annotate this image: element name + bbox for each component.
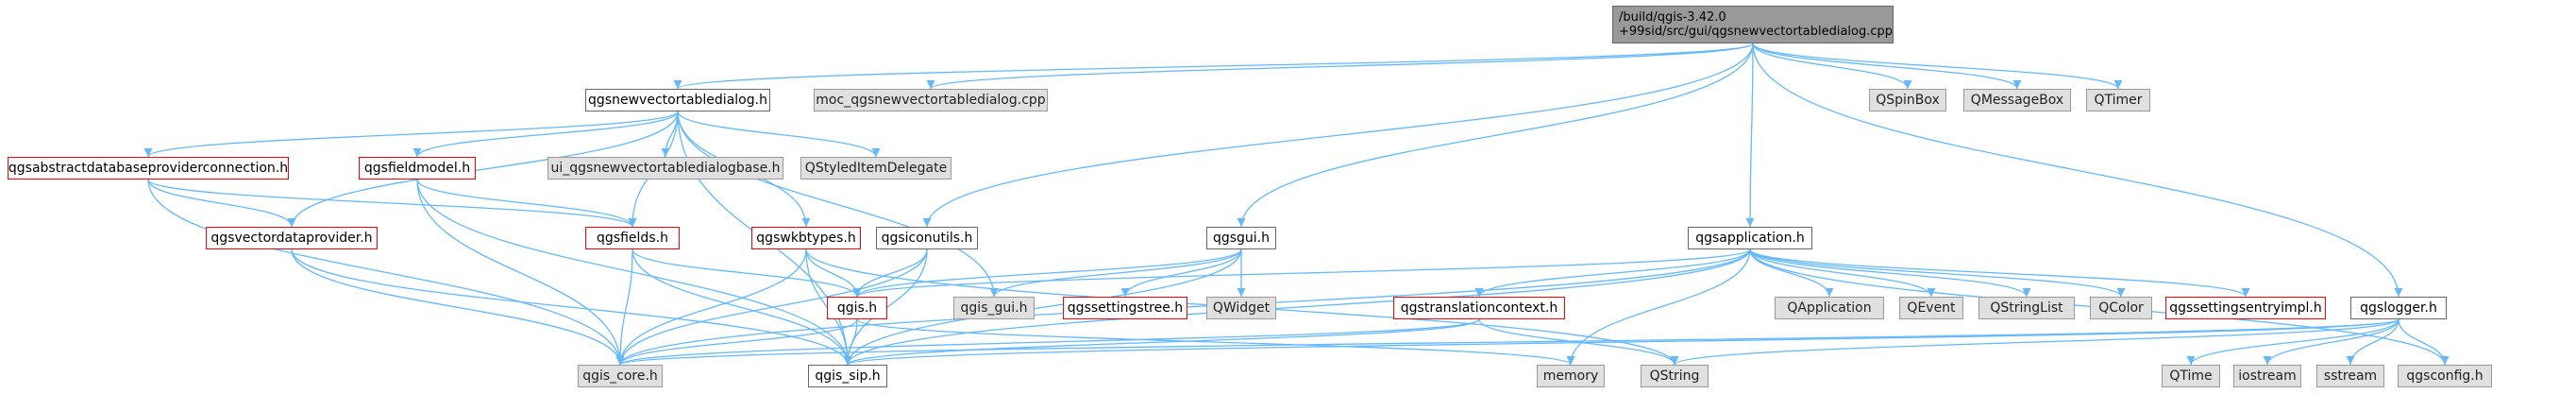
- dependency-edge: [843, 318, 1480, 366]
- dependency-edge: [616, 318, 2399, 366]
- qgssettingsentryimpl-h-node[interactable]: qgssettingsentryimpl.h: [2165, 297, 2326, 319]
- dependency-edge: [843, 248, 1751, 366]
- dependency-edge: [989, 248, 1242, 298]
- dependency-edge: [416, 179, 852, 366]
- dependency-edge: [615, 248, 807, 366]
- moc-cpp-node[interactable]: moc_qgsnewvectortabledialog.cpp: [814, 89, 1048, 111]
- qgis-gui-h-node[interactable]: qgis_gui.h: [953, 297, 1035, 319]
- qgswkbtypes-h-node[interactable]: qgswkbtypes.h: [751, 227, 861, 249]
- qgis-sip-h-node[interactable]: qgis_sip.h: [808, 365, 887, 387]
- root-file-node[interactable]: /build/qgis-3.42.0 +99sid/src/gui/qgsnew…: [1612, 6, 1894, 43]
- dependency-edge: [856, 318, 1575, 366]
- qgsabstractdatabaseproviderconnection-h-node[interactable]: qgsabstractdatabaseproviderconnection.h: [8, 157, 289, 180]
- dependency-edge: [615, 248, 928, 366]
- sstream-node[interactable]: sstream: [2316, 365, 2384, 387]
- dependency-edge: [2346, 318, 2399, 366]
- dependency-edge: [287, 111, 679, 228]
- dependency-edge: [1120, 248, 1242, 298]
- dependency-edge: [1752, 43, 2403, 298]
- qstringlist-node[interactable]: QStringList: [1978, 297, 2075, 319]
- dependency-edge: [1749, 248, 2031, 298]
- qstring-node[interactable]: QString: [1641, 365, 1709, 387]
- dependency-edge: [1478, 318, 1679, 366]
- dependency-edge: [922, 43, 1754, 228]
- dependency-edge: [1752, 43, 2123, 90]
- dependency-edge: [926, 43, 1754, 90]
- dependency-edge: [844, 318, 2399, 366]
- qstyleditemdelegate-node[interactable]: QStyledItemDelegate: [800, 157, 951, 180]
- dependency-edge: [1752, 43, 1912, 90]
- qevent-node[interactable]: QEvent: [1899, 297, 1963, 319]
- qgssettingstree-h-node[interactable]: qgssettingstree.h: [1063, 297, 1187, 319]
- dependency-edge: [1745, 43, 1755, 228]
- root-path-line-1: /build/qgis-3.42.0: [1619, 10, 1726, 25]
- dependency-edge: [673, 43, 1754, 90]
- dependency-edge: [147, 179, 625, 366]
- dependency-edge: [1670, 318, 2399, 366]
- qtimer-node[interactable]: QTimer: [2086, 89, 2150, 111]
- qgsgui-h-node[interactable]: qgsgui.h: [1206, 227, 1276, 249]
- dependency-edge: [1474, 248, 1751, 298]
- dependency-edge: [416, 179, 637, 228]
- dependency-edge: [416, 179, 625, 366]
- qgsnewvectortabledialog-h-node[interactable]: qgsnewvectortabledialog.h: [585, 89, 770, 111]
- dependency-edge: [2398, 318, 2450, 366]
- qgsvectordataprovider-h-node[interactable]: qgsvectordataprovider.h: [206, 227, 378, 249]
- qapplication-node[interactable]: QApplication: [1775, 297, 1884, 319]
- root-path-line-2: +99sid/src/gui/qgsnewvectortabledialog.c…: [1619, 25, 1894, 39]
- dependency-edge: [1237, 43, 1754, 228]
- qwidget-node[interactable]: QWidget: [1206, 297, 1276, 319]
- dependency-edge: [843, 248, 1242, 366]
- qgis-core-h-node[interactable]: qgis_core.h: [578, 365, 663, 387]
- dependency-edge: [1749, 248, 2250, 298]
- dependency-edge: [291, 248, 625, 366]
- qcolor-node[interactable]: QColor: [2090, 297, 2152, 319]
- dependency-edge: [143, 111, 679, 158]
- qgsiconutils-h-node[interactable]: qgsiconutils.h: [876, 227, 978, 249]
- dependency-edge: [147, 179, 637, 228]
- memory-node[interactable]: memory: [1537, 365, 1605, 387]
- qgis-h-node[interactable]: qgis.h: [827, 297, 887, 319]
- dependency-edge: [631, 248, 862, 298]
- dependency-edge: [1752, 43, 2022, 90]
- dependency-edge: [291, 248, 852, 366]
- qgslogger-h-node[interactable]: qgslogger.h: [2350, 297, 2447, 319]
- qgsconfig-h-node[interactable]: qgsconfig.h: [2398, 365, 2492, 387]
- dependency-edge: [1749, 248, 2126, 298]
- dependency-edge: [1749, 248, 1936, 298]
- qspinbox-node[interactable]: QSpinBox: [1869, 89, 1946, 111]
- dependency-edge: [677, 111, 881, 158]
- qtime-node[interactable]: QTime: [2162, 365, 2220, 387]
- dependency-edge: [412, 111, 679, 158]
- dependency-edge: [852, 248, 1751, 298]
- dependency-edge: [852, 248, 1242, 298]
- iostream-node[interactable]: iostream: [2233, 365, 2301, 387]
- dependency-edge: [615, 318, 858, 366]
- dependency-edge: [2186, 318, 2399, 366]
- dependency-edge: [615, 248, 633, 366]
- dependency-edge: [615, 318, 1480, 366]
- qgstranslationcontext-h-node[interactable]: qgstranslationcontext.h: [1393, 297, 1565, 319]
- dependency-edge: [677, 111, 999, 298]
- dependency-edge: [631, 248, 852, 366]
- qgsfields-h-node[interactable]: qgsfields.h: [585, 227, 680, 249]
- ui-base-h-node[interactable]: ui_qgsnewvectortabledialogbase.h: [547, 157, 783, 180]
- dependency-edge: [2263, 318, 2399, 366]
- qmessagebox-node[interactable]: QMessageBox: [1963, 89, 2071, 111]
- qgsapplication-h-node[interactable]: qgsapplication.h: [1688, 227, 1812, 249]
- dependency-edge: [147, 179, 296, 228]
- qgsfieldmodel-h-node[interactable]: qgsfieldmodel.h: [359, 157, 476, 180]
- dependency-edge: [1566, 248, 1751, 366]
